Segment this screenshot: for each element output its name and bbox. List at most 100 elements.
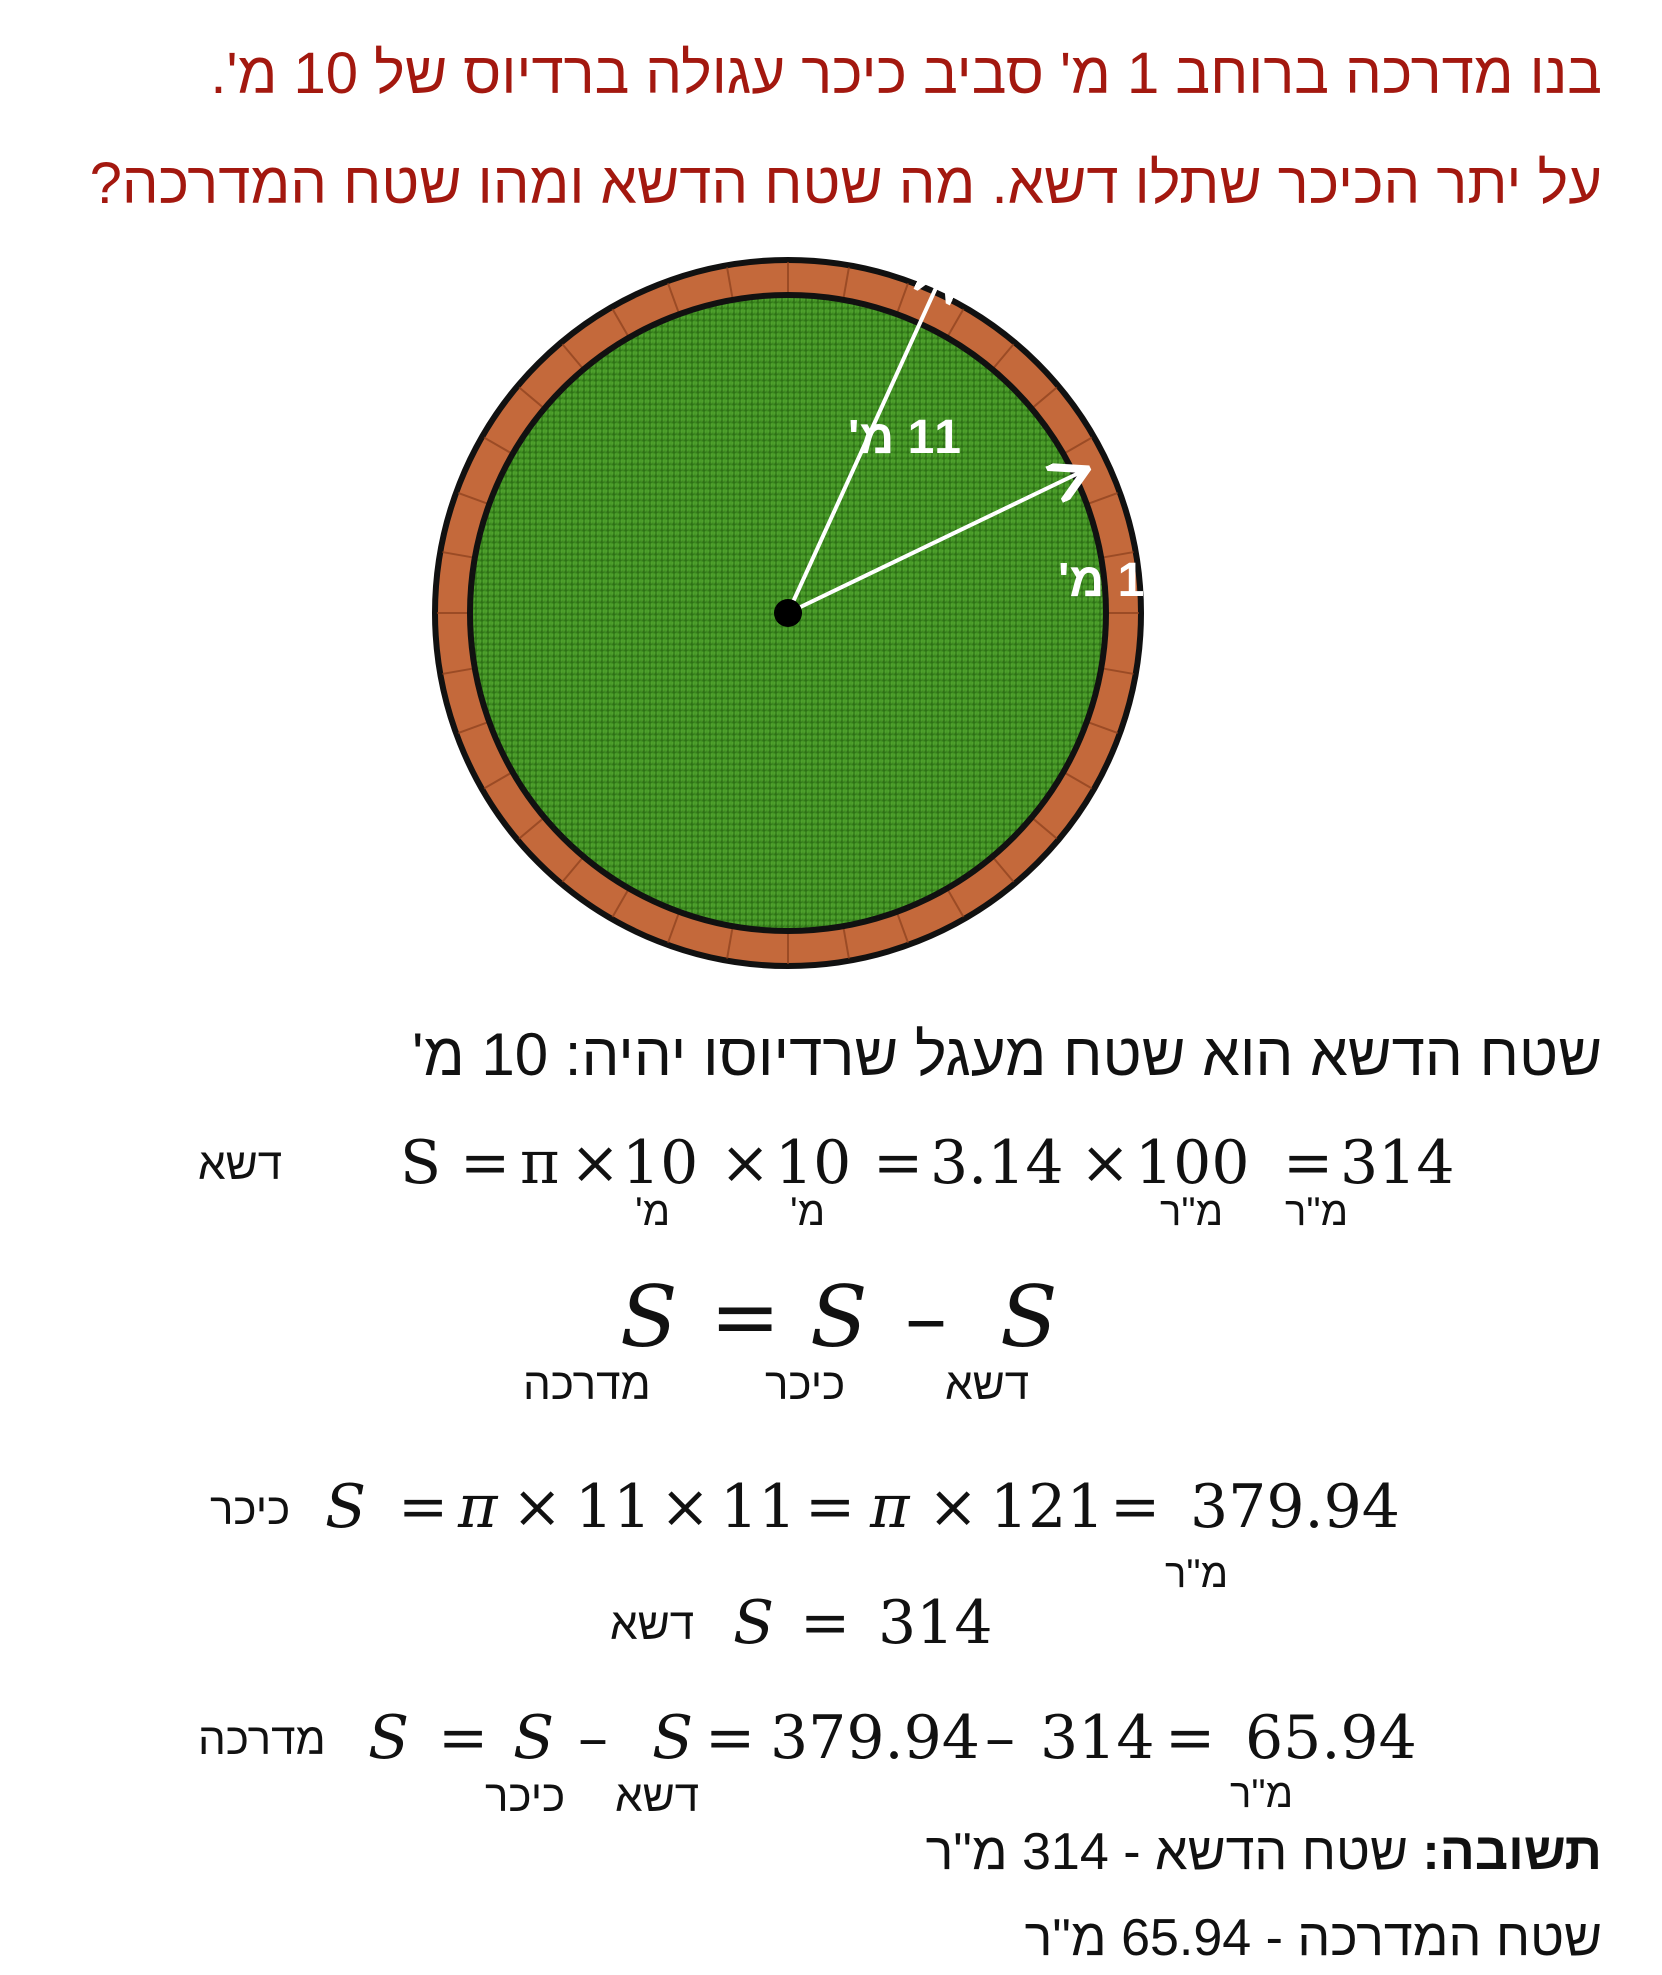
eq1-result: 314 [1340, 1128, 1455, 1198]
eq4-S-subscript: דשא [610, 1600, 695, 1649]
path-tiles [437, 262, 1139, 964]
label-10: 10 מ' [1058, 554, 1148, 607]
eq3-equals: = [398, 1472, 449, 1542]
eq2-sub-grass: דשא [945, 1360, 1030, 1409]
eq4-result: 314 [878, 1588, 993, 1658]
path-tile-edge [483, 436, 512, 454]
path-tile-edge [842, 927, 850, 959]
answer-label: תשובה: [1422, 1823, 1602, 1881]
eq5-S-grass: S [652, 1703, 694, 1773]
path-tile-edge [1088, 721, 1119, 734]
answer-line-1: תשובה: שטח הדשא - 314 מ"ר [926, 1822, 1602, 1882]
eq1-square: 100 [1135, 1128, 1250, 1198]
answer-line-2: שטח המדרכה - 65.94 מ"ר [1024, 1909, 1602, 1967]
question-line-1: בנו מדרכה ברוחב 1 מ' סביב כיכר עגולה ברד… [210, 41, 1602, 106]
path-tile-edge [667, 913, 680, 944]
path-tile-edge [947, 889, 965, 918]
eq3-times-2: × [660, 1472, 711, 1542]
solution-intro: שטח הדשא הוא שטח מעגל שרדיוסו יהיה: 10 מ… [412, 1021, 1602, 1088]
radius-11-arrow [786, 268, 945, 614]
eq2-sub-sidewalk: מדרכה [523, 1360, 651, 1409]
eq2-S-3: S [1000, 1268, 1058, 1366]
eq1-square-unit: מ"ר [1160, 1190, 1224, 1234]
path-tile-edge [457, 492, 488, 505]
path-tile-edge [611, 889, 629, 918]
eq1-times-2: × [720, 1128, 771, 1198]
eq2-minus: – [905, 1268, 947, 1366]
eq4-equals: = [800, 1588, 851, 1658]
eq3-r1: 11 [575, 1472, 652, 1542]
eq3-times-1: × [512, 1472, 563, 1542]
eq5-result: 65.94 [1245, 1703, 1417, 1773]
path-tile-edge [442, 551, 474, 559]
eq1-r2: 10 [775, 1128, 852, 1198]
path-tile-edge [561, 857, 584, 883]
eq1-r1-unit: מ' [635, 1190, 671, 1234]
eq3-result: 379.94 [1190, 1472, 1400, 1542]
eq3-square: 121 [990, 1472, 1105, 1542]
eq3-r2: 11 [720, 1472, 797, 1542]
eq5-minus: – [578, 1703, 608, 1773]
path-tile-edge [442, 667, 474, 675]
eq2-S-2: S [810, 1268, 868, 1366]
eq1-equals: = [460, 1128, 511, 1198]
eq3-pi: π [458, 1472, 498, 1542]
circle-figure: 11 מ' 10 מ' [432, 248, 1148, 969]
question-line-2: על יתר הכיכר שתלו דשא. מה שטח הדשא ומהו … [89, 151, 1602, 216]
path-tile-edge [1102, 667, 1134, 675]
eq1-pi-value: 3.14 [930, 1128, 1064, 1198]
eq3-equals-2: = [805, 1472, 856, 1542]
answer-grass: שטח הדשא - 314 מ"ר [925, 1823, 1408, 1881]
path-tile-edge [726, 927, 734, 959]
path-tile-edge [518, 817, 544, 840]
eq1-result-unit: מ"ר [1285, 1190, 1349, 1234]
eq5-sub-square: כיכר [485, 1772, 566, 1821]
eq2-equals: = [710, 1268, 781, 1366]
eq1-pi: π [520, 1128, 560, 1198]
eq1-r1: 10 [622, 1128, 699, 1198]
path-tile-edge [726, 267, 734, 299]
eq1-equals-2: = [873, 1128, 924, 1198]
path-tile-edge [896, 282, 909, 313]
eq5-result-unit: מ"ר [1230, 1772, 1294, 1816]
path-tile-edge [611, 308, 629, 337]
eq1-S: S [400, 1128, 442, 1198]
eq3-S: S [325, 1472, 367, 1542]
eq5-equals-2: = [705, 1703, 756, 1773]
eq3-times-3: × [928, 1472, 979, 1542]
eq1-S-subscript: דשא [198, 1140, 283, 1189]
path-tile-edge [842, 267, 850, 299]
eq1-times-1: × [570, 1128, 621, 1198]
eq1-r2-unit: מ' [790, 1190, 826, 1234]
path-tile-edge [561, 343, 584, 369]
eq5-a: 379.94 [770, 1703, 980, 1773]
path-tile-edge [457, 721, 488, 734]
path-tile-edge [992, 857, 1015, 883]
path-tile-edge [1032, 817, 1058, 840]
path-tile-edge [896, 913, 909, 944]
path-tile-edge [1064, 772, 1093, 790]
eq5-sub-grass: דשא [615, 1772, 700, 1821]
eq1-equals-3: = [1283, 1128, 1334, 1198]
eq5-minus-2: – [985, 1703, 1015, 1773]
center-point [774, 599, 802, 627]
path-tile-edge [947, 308, 965, 337]
eq1-times-3: × [1080, 1128, 1131, 1198]
eq5-equals: = [438, 1703, 489, 1773]
eq3-equals-3: = [1110, 1472, 1161, 1542]
eq3-S-subscript: כיכר [210, 1485, 291, 1534]
label-11: 11 מ' [848, 411, 961, 464]
path-tile-edge [667, 282, 680, 313]
eq4-S: S [733, 1588, 775, 1658]
eq5-S: S [368, 1703, 410, 1773]
eq5-b: 314 [1040, 1703, 1155, 1773]
eq2-S-1: S [620, 1268, 678, 1366]
path-tile-edge [518, 386, 544, 409]
path-tile-edge [1032, 386, 1058, 409]
eq2-sub-square: כיכר [765, 1360, 846, 1409]
eq3-result-unit: מ"ר [1165, 1552, 1229, 1596]
eq5-S-subscript: מדרכה [198, 1715, 326, 1764]
path-tile-edge [992, 343, 1015, 369]
path-tile-edge [1102, 551, 1134, 559]
path-tile-edge [483, 772, 512, 790]
